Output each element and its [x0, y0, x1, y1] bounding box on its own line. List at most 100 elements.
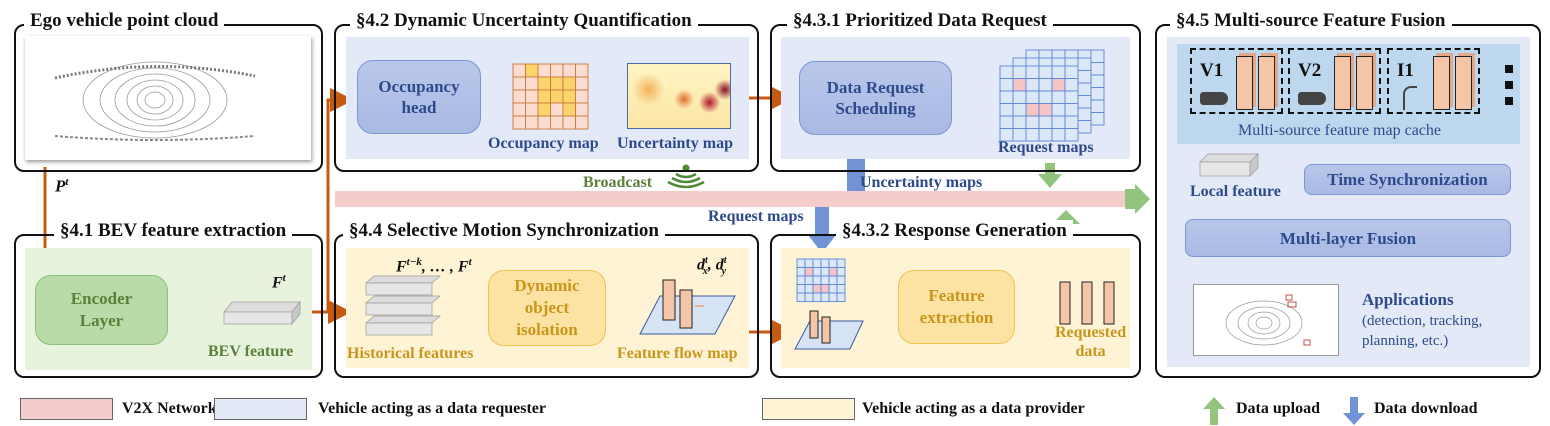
broadcast-label: Broadcast — [583, 174, 653, 191]
request-layer1-cell — [1038, 115, 1053, 129]
applications-point-cloud-image — [1193, 284, 1339, 356]
occupancy-cell — [512, 89, 526, 104]
source-group-v1: V1 — [1190, 48, 1283, 114]
response-map-cell — [796, 258, 806, 268]
history-layer-front — [365, 282, 433, 296]
response-map-cell — [812, 267, 822, 277]
response-map-cell — [828, 284, 838, 294]
occupancy-cell — [575, 115, 589, 130]
motion-title: §4.4 Selective Motion Synchronization — [343, 220, 665, 242]
occupancy-cell — [550, 63, 564, 78]
broadcast-icon — [667, 164, 705, 189]
response-map-cell — [836, 258, 846, 268]
upload-arrow-right — [1125, 184, 1150, 214]
occupancy-cell-active — [562, 102, 576, 117]
request-layer1-cell — [1051, 115, 1066, 129]
response-map-cell — [836, 292, 846, 302]
request-layer3-cell — [1090, 49, 1105, 63]
occupancy-cell — [575, 63, 589, 78]
occupancy-cell — [525, 102, 539, 117]
request-maps-network-label: Request maps — [708, 208, 804, 225]
response-map-cell — [804, 284, 814, 294]
uncertainty-map-label: Uncertainty map — [617, 135, 733, 152]
request-layer1-cell — [1051, 65, 1066, 79]
historical-features-stack-icon — [365, 275, 441, 336]
multi-layer-fusion-box[interactable]: Multi-layer Fusion — [1185, 219, 1511, 257]
response-map-cell — [804, 292, 814, 302]
occupancy-cell-active — [537, 89, 551, 104]
request-layer1-cell — [1064, 103, 1079, 117]
legend-swatch-provider — [762, 398, 855, 420]
response-map-cell — [796, 292, 806, 302]
uncertainty-map-image — [627, 63, 731, 129]
request-layer1-cell — [1025, 65, 1040, 79]
request-layer1-cell — [1051, 103, 1066, 117]
response-map-cell — [828, 258, 838, 268]
car-icon — [1298, 92, 1326, 105]
response-map-cell — [820, 275, 830, 285]
source-label: V1 — [1200, 60, 1224, 81]
feature-map-bar — [1236, 56, 1253, 110]
occupancy-cell — [575, 76, 589, 91]
feature-map-bar — [1455, 56, 1472, 110]
history-layer-top — [365, 295, 441, 304]
bev-feature-label: BEV feature — [208, 343, 294, 360]
response-map-cell — [820, 267, 830, 277]
applications-title: Applications — [1362, 290, 1454, 309]
streetlight-icon — [1403, 86, 1417, 110]
response-map-cell — [836, 275, 846, 285]
occupancy-cell-active — [562, 76, 576, 91]
request-layer2-cell — [1077, 82, 1092, 96]
received-flow-map-icon — [794, 310, 864, 350]
request-layer1-cell — [1025, 78, 1040, 92]
feature-map-bar — [1356, 56, 1373, 110]
feature-map-bar — [1334, 56, 1351, 110]
bev-feature-tensor-icon — [223, 301, 301, 325]
more-sources-ellipsis — [1505, 65, 1513, 105]
request-layer1-cell — [1012, 65, 1027, 79]
response-map-cell-active — [804, 267, 814, 277]
source-group-v2: V2 — [1288, 48, 1381, 114]
occupancy-cell — [575, 89, 589, 104]
legend-swatch-v2x — [20, 398, 113, 420]
request-layer1-cell — [1025, 90, 1040, 104]
historical-features-label: Historical features — [347, 345, 474, 362]
occupancy-cell — [575, 102, 589, 117]
request-layer1-cell — [1038, 78, 1053, 92]
occupancy-cell — [537, 63, 551, 78]
request-layer1-cell — [999, 115, 1014, 129]
occupancy-cell — [525, 115, 539, 130]
history-layer-front — [365, 322, 433, 336]
response-map-cell-active — [812, 284, 822, 294]
response-map-cell — [796, 275, 806, 285]
request-layer1-cell — [999, 65, 1014, 79]
ego-title: Ego vehicle point cloud — [24, 10, 225, 32]
request-layer1-cell — [1064, 65, 1079, 79]
response-map-cell — [812, 292, 822, 302]
occupancy-cell — [550, 115, 564, 130]
occupancy-cell — [512, 76, 526, 91]
occupancy-cell — [537, 115, 551, 130]
uncertainty-title: §4.2 Dynamic Uncertainty Quantification — [350, 10, 698, 32]
time-synchronization-box[interactable]: Time Synchronization — [1304, 164, 1511, 195]
request-layer1-cell — [1038, 65, 1053, 79]
occupancy-map-label: Occupancy map — [488, 135, 599, 152]
request-layer2-cell — [1077, 70, 1092, 84]
response-map-cell — [804, 258, 814, 268]
occupancy-cell-active — [562, 89, 576, 104]
occupancy-cell — [525, 89, 539, 104]
pointcloud-signal: Pt — [55, 176, 69, 196]
occupancy-cell — [512, 63, 526, 78]
legend-label-requester: Vehicle acting as a data requester — [318, 400, 546, 417]
feature-map-bar — [1433, 56, 1450, 110]
request-layer1-cell — [1051, 90, 1066, 104]
response-map-cell — [796, 267, 806, 277]
legend-label-upload: Data upload — [1236, 400, 1321, 417]
feature-flow-map-label: Feature flow map — [617, 345, 738, 362]
upload-arrow-request-maps — [1038, 163, 1062, 188]
